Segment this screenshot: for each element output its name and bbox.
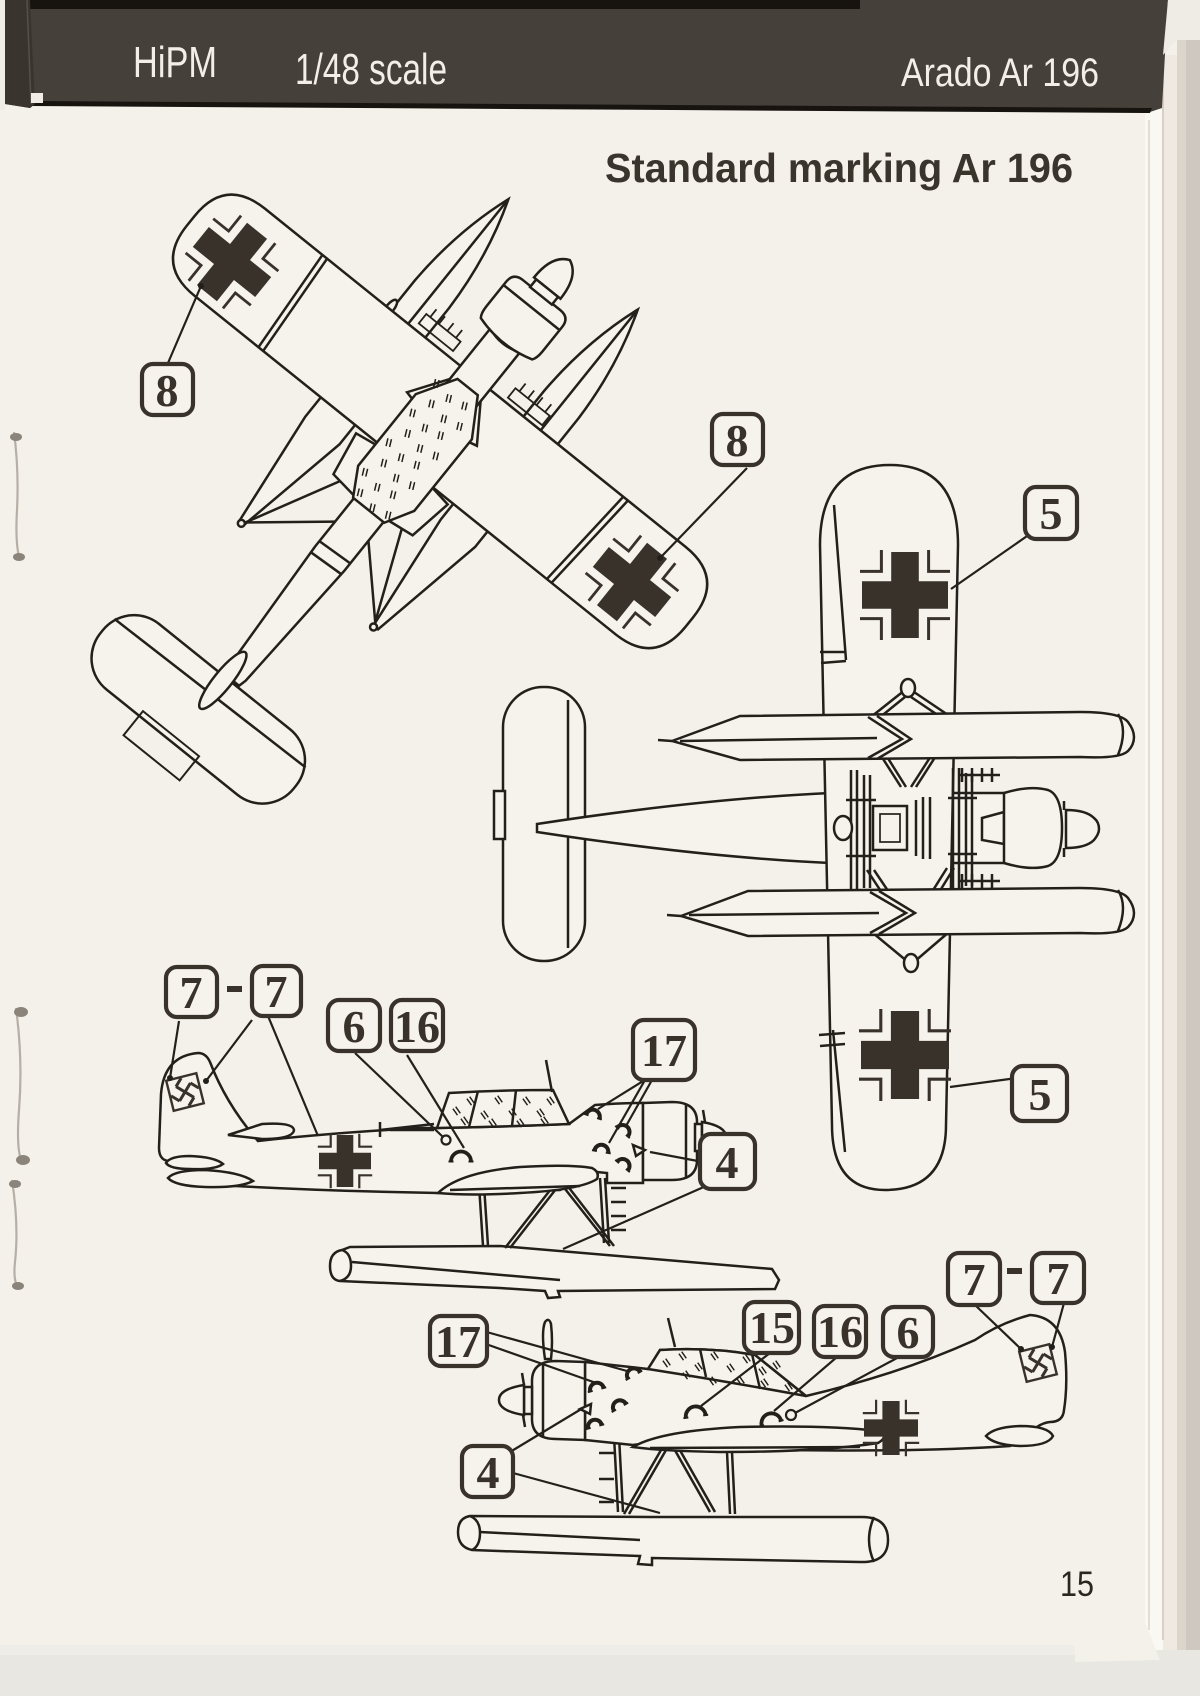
svg-text:15: 15: [1060, 1565, 1094, 1604]
svg-text:7: 7: [265, 966, 288, 1017]
svg-text:7: 7: [963, 1254, 986, 1305]
svg-text:17: 17: [435, 1316, 481, 1367]
svg-text:8: 8: [156, 365, 179, 416]
svg-text:Arado Ar 196: Arado Ar 196: [901, 51, 1099, 95]
svg-text:16: 16: [394, 1001, 440, 1052]
svg-text:15: 15: [749, 1302, 795, 1353]
svg-text:HiPM: HiPM: [133, 38, 217, 87]
svg-text:5: 5: [1029, 1069, 1052, 1120]
svg-text:4: 4: [716, 1137, 739, 1188]
svg-text:6: 6: [897, 1307, 920, 1358]
svg-text:7: 7: [180, 967, 203, 1018]
svg-text:7: 7: [1047, 1253, 1070, 1304]
svg-text:Standard marking Ar 196: Standard marking Ar 196: [605, 145, 1073, 191]
svg-text:6: 6: [343, 1001, 366, 1052]
svg-text:1/48 scale: 1/48 scale: [295, 45, 447, 94]
svg-text:17: 17: [641, 1025, 687, 1076]
svg-text:8: 8: [726, 415, 749, 466]
svg-text:5: 5: [1040, 488, 1063, 539]
svg-text:16: 16: [817, 1306, 863, 1357]
svg-text:4: 4: [477, 1447, 500, 1498]
